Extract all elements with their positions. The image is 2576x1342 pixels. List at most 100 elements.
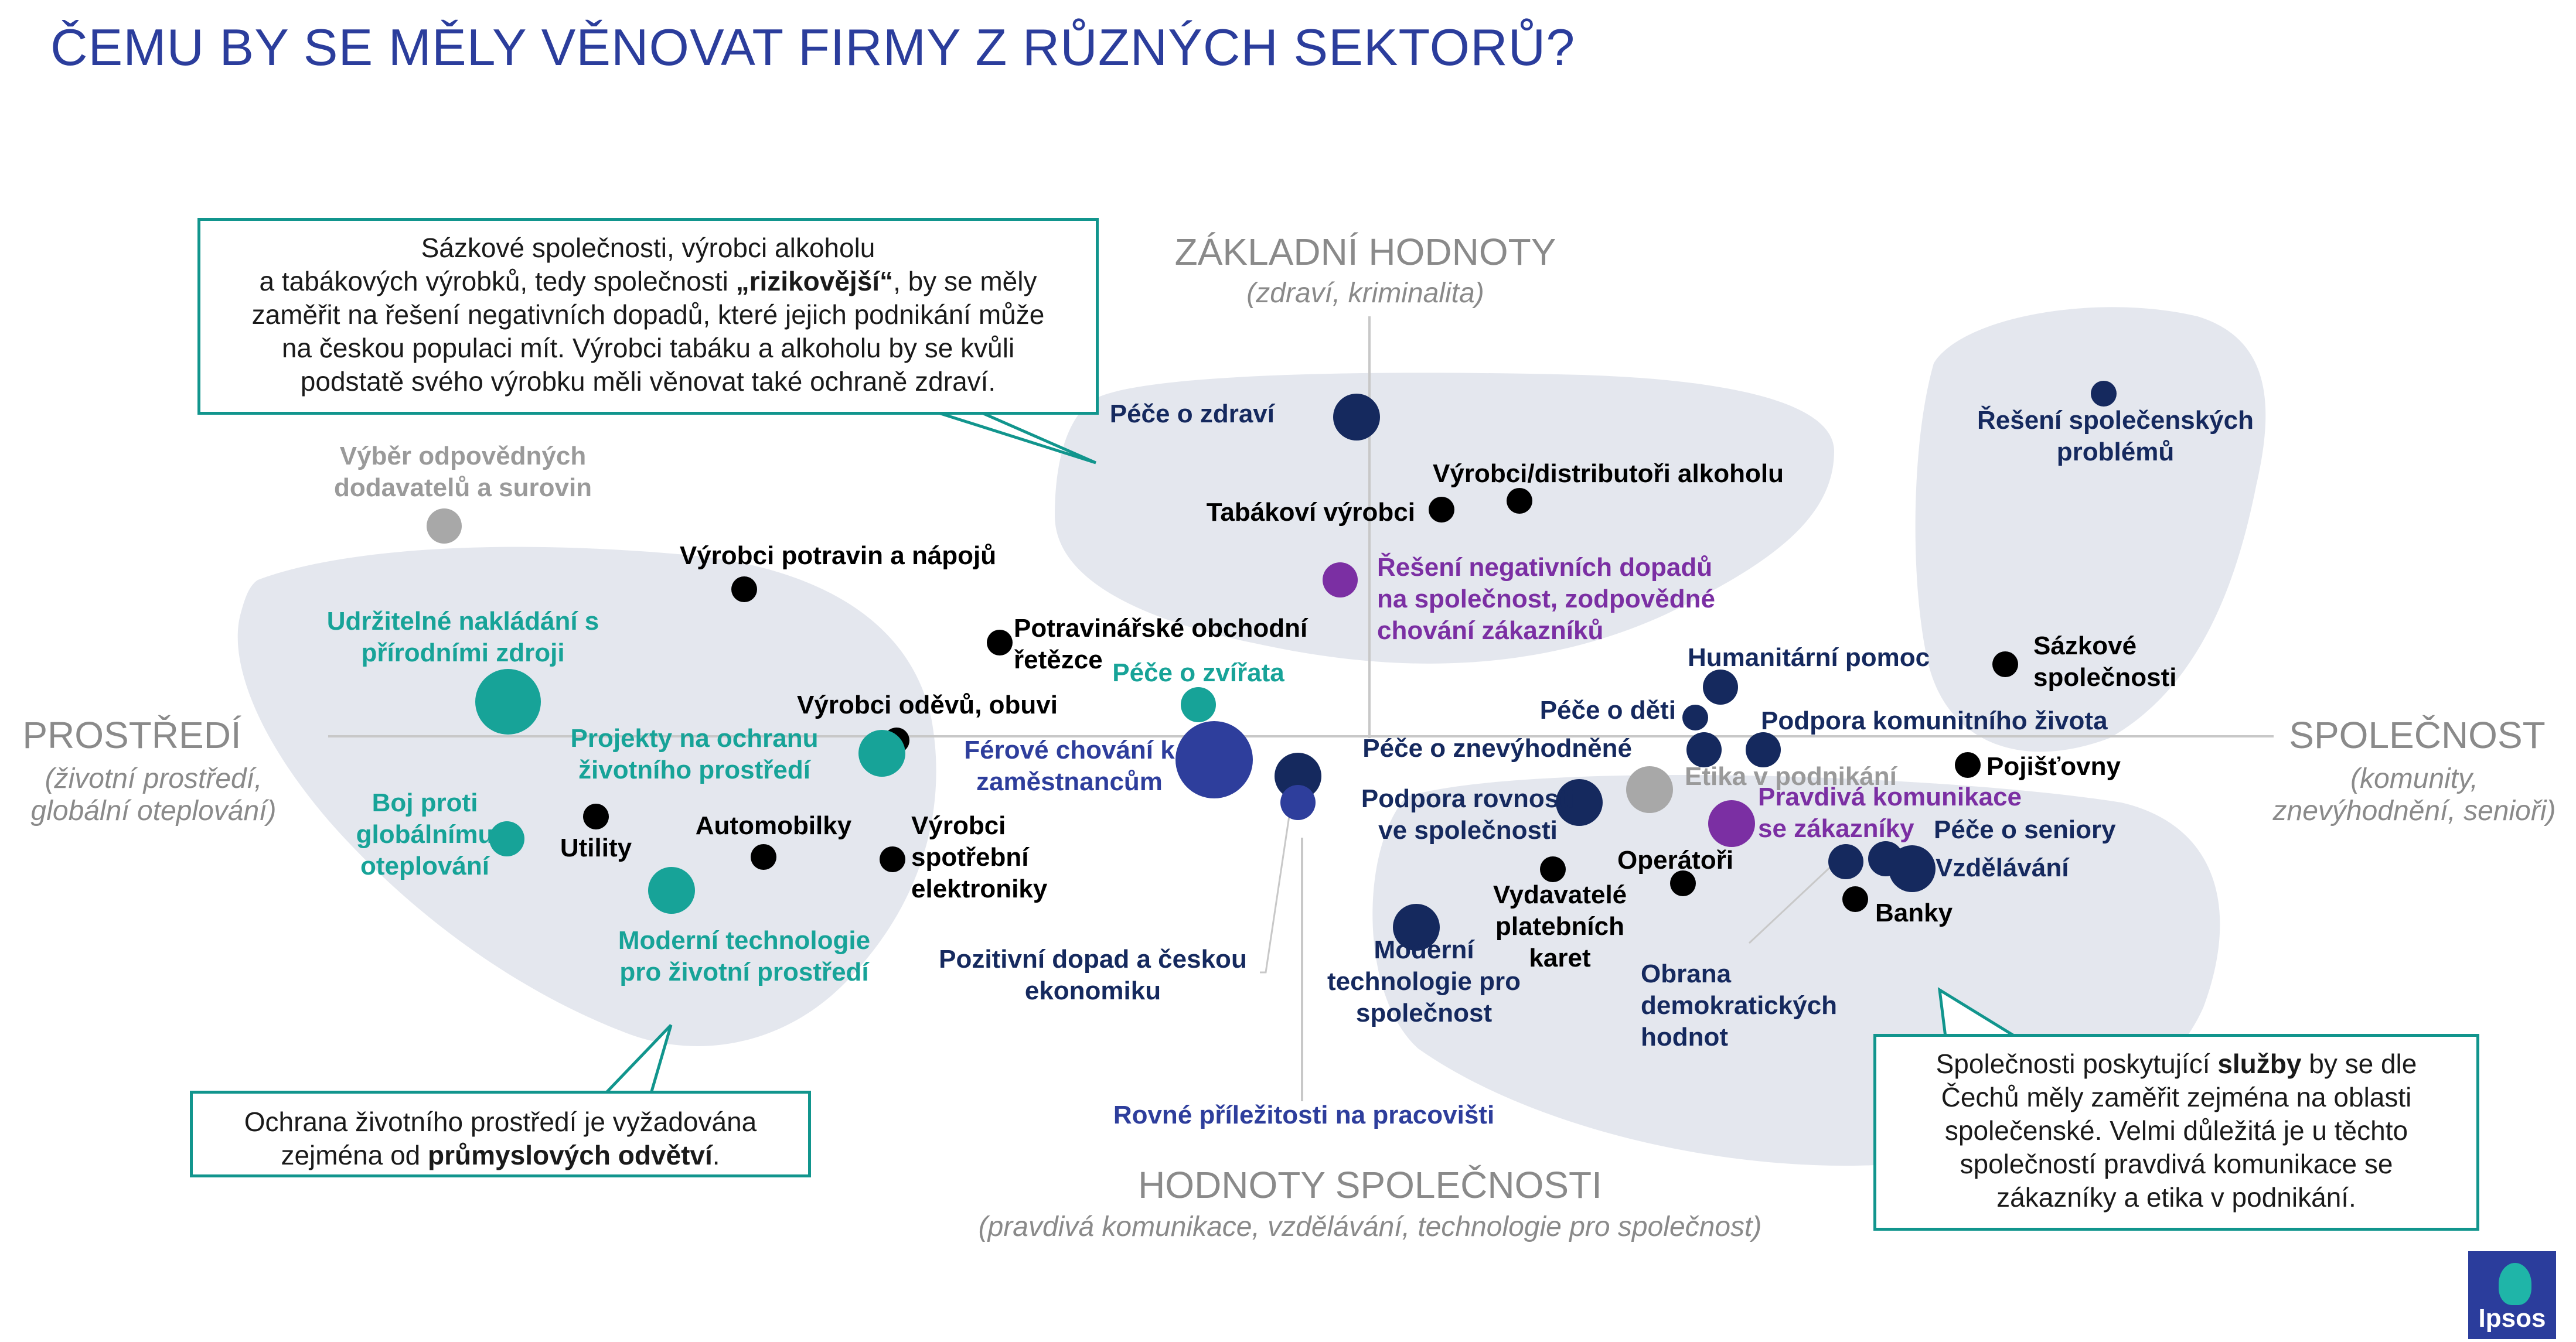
humanitarni-pomoc-label: Humanitární pomoc — [1688, 643, 1930, 672]
callout-top-left: Sázkové společnosti, výrobci alkoholu a … — [197, 218, 1099, 415]
pozitivni-dopad-ekonomika-label-line: Pozitivní dopad a českou — [939, 945, 1247, 974]
pece-o-zvirata-label: Péče o zvířata — [1112, 658, 1284, 687]
vydavatele-karet-label-line: karet — [1529, 944, 1591, 972]
boj-proti-oteplovani-label-line: globálnímu — [356, 820, 494, 849]
potravinarske-retezce-label-line: Potravinářské obchodní — [1014, 614, 1309, 643]
obrana-demokratickych-hodnot-label-line: demokratických — [1641, 991, 1837, 1020]
vyrobci-elektroniky-label-line: spotřební — [911, 843, 1030, 872]
obrana-demokratickych-hodnot-label-line: Obrana — [1641, 959, 1732, 988]
automobilky-label-line: Automobilky — [696, 811, 852, 840]
reseni-spolecenskych-problemu-label-line: problémů — [2057, 438, 2174, 466]
vzdelavani-label-line: Vzdělávání — [1936, 853, 2070, 882]
moderni-technologie-zp-label: Moderní technologie pro životní prostředí — [618, 926, 870, 986]
banky-dot — [1842, 886, 1868, 912]
axis-left-title: PROSTŘEDÍ — [22, 714, 241, 756]
vyrobci-elektroniky-label-line: Výrobci — [911, 811, 1006, 840]
utility-label-line: Utility — [560, 834, 632, 862]
podpora-komunitniho-zivota-dot — [1746, 732, 1781, 767]
reseni-negativnich-dopadu-label-line: chování zákazníků — [1377, 616, 1603, 645]
connector-obrana — [1748, 854, 1844, 944]
axis-top-subtitle: (zdraví, kriminalita) — [1246, 278, 1484, 309]
axis-right-title: SPOLEČNOST — [2289, 714, 2545, 756]
humanitarni-pomoc-label-line: Humanitární pomoc — [1688, 643, 1930, 672]
banky-label: Banky — [1875, 899, 1953, 927]
vydavatele-karet-dot — [1540, 856, 1566, 882]
pozitivni-dopad-ekonomika-dot — [1275, 753, 1321, 800]
sazkove-spolecnosti-label-line: společnosti — [2033, 663, 2177, 692]
boj-proti-oteplovani-label-line: Boj proti — [372, 788, 478, 817]
operatori-label: Operátoři — [1617, 846, 1733, 875]
pece-o-deti-label-line: Péče o děti — [1540, 696, 1676, 725]
tabakovi-vyrobci-label: Tabákoví výrobci — [1207, 498, 1415, 527]
pece-o-zvirata-label-line: Péče o zvířata — [1112, 658, 1284, 687]
vyber-dodavatelu-label-line: Výběr odpovědných — [340, 442, 587, 470]
potravinarske-retezce-label-line: řetězce — [1014, 646, 1103, 674]
reseni-negativnich-dopadu-dot — [1323, 562, 1358, 597]
rovne-prilezitosti-dot — [1280, 785, 1316, 820]
pojistovny-label-line: Pojišťovny — [1986, 752, 2121, 781]
etika-v-podnikani-label-line: Etika v podnikání — [1685, 762, 1898, 791]
etika-v-podnikani-dot — [1626, 766, 1673, 813]
vyber-dodavatelu-dot — [427, 508, 462, 544]
vyber-dodavatelu-label-line: dodavatelů a surovin — [334, 473, 592, 502]
udrzitelne-nakladani-label-line: přírodními zdroji — [361, 638, 564, 667]
moderni-technologie-spolecnost-dot — [1393, 904, 1440, 951]
projekty-ochrana-zp-dot — [858, 730, 905, 777]
cluster-right-top — [1915, 307, 2266, 752]
pravdiva-komunikace-label-line: Pravdivá komunikace — [1758, 783, 2022, 811]
moderni-technologie-zp-label-line: pro životní prostředí — [619, 958, 870, 986]
vyrobci-alkoholu-dot — [1507, 488, 1532, 514]
pece-o-zdravi-label: Péče o zdraví — [1110, 399, 1276, 428]
rovne-prilezitosti-label-line: Rovné příležitosti na pracovišti — [1113, 1101, 1494, 1129]
vydavatele-karet-label-line: Vydavatelé — [1493, 880, 1627, 909]
vyrobci-elektroniky-dot — [880, 846, 905, 872]
axis-right-subtitle-2: znevýhodnění, senioři) — [2272, 795, 2556, 827]
vyrobci-potravin-label-line: Výrobci potravin a nápojů — [680, 541, 996, 570]
ipsos-logo: Ipsos — [2468, 1251, 2556, 1339]
pece-o-znevyhodnene-label: Péče o znevýhodněné — [1362, 734, 1632, 763]
ferove-chovani-label-line: zaměstnancům — [976, 767, 1163, 796]
reseni-negativnich-dopadu-label-line: Řešení negativních dopadů — [1377, 552, 1712, 582]
vzdelavani-dot — [1889, 845, 1936, 892]
pece-o-znevyhodnene-dot — [1686, 732, 1722, 767]
projekty-ochrana-zp-label-line: životního prostředí — [578, 756, 812, 784]
utility-dot — [583, 804, 609, 829]
boj-proti-oteplovani-dot — [489, 821, 524, 856]
tabakovi-vyrobci-label-line: Tabákoví výrobci — [1207, 498, 1415, 527]
pece-o-deti-label: Péče o děti — [1540, 696, 1676, 725]
moderni-technologie-zp-label-line: Moderní technologie — [618, 926, 870, 955]
vyrobci-potravin-dot — [731, 576, 757, 602]
axis-left-subtitle-2: globální oteplování) — [31, 795, 277, 827]
vyber-dodavatelu-label: Výběr odpovědných dodavatelů a surovin — [334, 442, 592, 502]
reseni-spolecenskych-problemu-dot — [2091, 381, 2117, 407]
obrana-demokratickych-hodnot-dot — [1828, 844, 1863, 879]
udrzitelne-nakladani-dot — [475, 669, 541, 735]
vyrobci-potravin-label: Výrobci potravin a nápojů — [680, 541, 996, 570]
reseni-negativnich-dopadu-label-line: na společnost, zodpovědné — [1377, 585, 1715, 613]
axis-right-subtitle-1: (komunity, — [2350, 763, 2478, 794]
pece-o-zdravi-label-line: Péče o zdraví — [1110, 399, 1276, 428]
moderni-technologie-zp-dot — [648, 867, 695, 914]
vyrobci-alkoholu-label: Výrobci/distributoři alkoholu — [1433, 459, 1784, 488]
sazkove-spolecnosti-label-line: Sázkové — [2033, 631, 2137, 660]
callout-bottom-right: Společnosti poskytující služby by se dle… — [1873, 1034, 2479, 1231]
operatori-dot — [1670, 870, 1696, 896]
page-title: ČEMU BY SE MĚLY VĚNOVAT FIRMY Z RŮZNÝCH … — [50, 18, 1576, 76]
pece-o-deti-dot — [1682, 705, 1708, 730]
vyrobci-alkoholu-label-line: Výrobci/distributoři alkoholu — [1433, 459, 1784, 488]
pojistovny-label: Pojišťovny — [1986, 752, 2121, 781]
pece-o-znevyhodnene-label-line: Péče o znevýhodněné — [1362, 734, 1632, 763]
pece-o-zvirata-dot — [1181, 687, 1216, 722]
ferove-chovani-dot — [1175, 721, 1253, 798]
podpora-rovnosti-label-line: Podpora rovnosti — [1361, 784, 1575, 813]
podpora-rovnosti-label-line: ve společnosti — [1378, 816, 1558, 845]
